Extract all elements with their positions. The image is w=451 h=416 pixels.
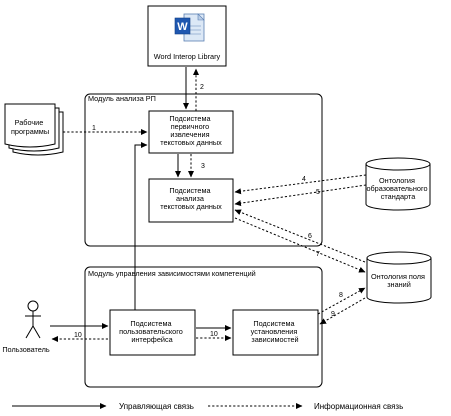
dependencies-subsystem: Подсистема установления зависимостей [232,309,319,356]
extraction-subsystem: Подсистема первичного извлечения текстов… [148,110,234,154]
work-programs-documents: Рабочие программы [4,103,64,156]
ontology-standard-label: Онтология образовательного стандарта [366,176,429,201]
ui-subsystem-label: Подсистема пользовательского интерфейса [119,319,185,344]
ontology-field-database: Онтология поля знаний [366,251,432,304]
edge-5 [234,184,367,207]
word-interop-label: Word Interop Library [154,52,221,61]
user-icon [25,300,41,339]
extraction-subsystem-label: Подсистема первичного извлечения текстов… [160,114,222,147]
edge-label-5: 5 [316,189,320,196]
edge-label-6: 6 [308,233,312,240]
edge-label-10-user: 10 [74,332,82,339]
module-management: Модуль управления зависимостями компетен… [84,266,323,388]
legend-info-label: Информационная связь [314,402,403,411]
edge-8 [317,287,366,315]
user-label: Пользователь [2,345,50,354]
module-analysis-title: Модуль анализа РП [88,94,156,103]
edge-label-8: 8 [339,292,343,299]
legend: Управляющая связь Информационная связь [12,402,403,411]
word-icon: W [174,13,205,42]
edge-ui-extract-control [134,142,148,310]
work-programs-label: Рабочие программы [11,118,49,136]
edge-label-10-deps: 10 [210,331,218,338]
user-actor: Пользователь [2,300,50,354]
edge-label-3: 3 [201,163,205,170]
edge-label-1: 1 [92,125,96,132]
edge-label-7: 7 [316,251,320,258]
legend-control-label: Управляющая связь [119,402,194,411]
edge-4 [234,174,367,195]
module-management-title: Модуль управления зависимостями компетен… [88,269,256,278]
ui-subsystem: Подсистема пользовательского интерфейса [109,309,196,356]
edge-label-4: 4 [302,176,306,183]
ontology-field-label: Онтология поля знаний [371,272,427,289]
word-interop-library: W Word Interop Library [147,5,227,67]
edge-label-2: 2 [200,84,204,91]
svg-text:W: W [177,21,188,33]
dependencies-subsystem-label: Подсистема установления зависимостей [251,319,300,344]
analysis-subsystem: Подсистема анализа текстовых данных [148,178,234,223]
edge-9 [319,297,366,325]
analysis-subsystem-label: Подсистема анализа текстовых данных [160,186,222,211]
ontology-standard-database: Онтология образовательного стандарта [365,157,431,211]
edge-label-9: 9 [331,311,335,318]
